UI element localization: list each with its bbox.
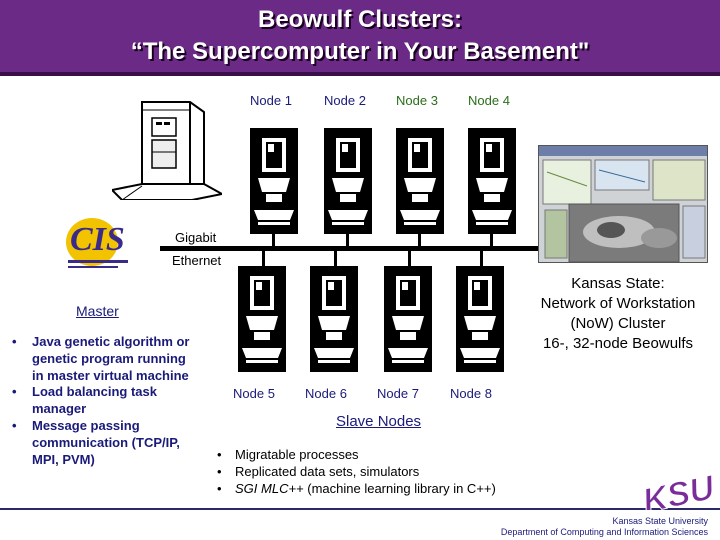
mlc-name: SGI MLC++ — [235, 481, 304, 496]
desktop-computer-icon — [250, 128, 298, 234]
slave-bullet-list: Migratable processes Replicated data set… — [215, 446, 575, 497]
master-bullet: Load balancing task manager — [12, 384, 192, 418]
node-3-link — [418, 232, 421, 248]
cis-logo: CIS — [62, 208, 140, 272]
mlc-description: (machine learning library in C++) — [304, 481, 496, 496]
ksu-cluster-caption: Kansas State: Network of Workstation (No… — [520, 274, 716, 354]
desktop-computer-icon — [324, 128, 372, 234]
visualization-image — [539, 146, 708, 263]
node-7-computer — [384, 266, 432, 372]
node-7-label: Node 7 — [377, 386, 419, 401]
ksu-caption-line-4: 16-, 32-node Beowulfs — [520, 334, 716, 354]
node-5-computer — [238, 266, 286, 372]
footer-department: Department of Computing and Information … — [460, 527, 708, 537]
master-label: Master — [76, 303, 119, 319]
ksu-logo-text: KSU — [640, 470, 712, 510]
ethernet-bus — [160, 246, 540, 251]
desktop-computer-icon — [456, 266, 504, 372]
footer-rule — [0, 508, 720, 510]
ksu-caption-line-2: Network of Workstation — [520, 294, 716, 314]
ethernet-label: Ethernet — [172, 253, 221, 268]
node-8-label: Node 8 — [450, 386, 492, 401]
node-4-computer — [468, 128, 516, 234]
desktop-computer-icon — [310, 266, 358, 372]
master-tower-icon — [112, 100, 222, 200]
gigabit-label: Gigabit — [175, 230, 216, 245]
master-bullet-list: Java genetic algorithm or genetic progra… — [12, 334, 192, 468]
desktop-computer-icon — [396, 128, 444, 234]
node-6-computer — [310, 266, 358, 372]
node-2-label: Node 2 — [324, 93, 366, 108]
node-2-link — [346, 232, 349, 248]
slave-bullet: Migratable processes — [215, 446, 575, 463]
master-bullet: Java genetic algorithm or genetic progra… — [12, 334, 192, 384]
slave-bullet: SGI MLC++ (machine learning library in C… — [215, 480, 575, 497]
title-line-1: Beowulf Clusters: — [0, 6, 720, 34]
title-line-2: “The Supercomputer in Your Basement" — [0, 38, 720, 66]
ksu-caption-line-1: Kansas State: — [520, 274, 716, 294]
node-1-label: Node 1 — [250, 93, 292, 108]
master-bullet: Message passing communication (TCP/IP, M… — [12, 418, 192, 468]
node-2-computer — [324, 128, 372, 234]
node-4-link — [490, 232, 493, 248]
desktop-computer-icon — [468, 128, 516, 234]
slave-bullet: Replicated data sets, simulators — [215, 463, 575, 480]
ksu-caption-line-3: (NoW) Cluster — [520, 314, 716, 334]
node-1-computer — [250, 128, 298, 234]
desktop-computer-icon — [238, 266, 286, 372]
node-6-label: Node 6 — [305, 386, 347, 401]
node-4-label: Node 4 — [468, 93, 510, 108]
node-1-link — [272, 232, 275, 248]
node-3-label: Node 3 — [396, 93, 438, 108]
slave-nodes-label: Slave Nodes — [336, 413, 421, 430]
cluster-visualization-screenshot — [538, 145, 708, 263]
ksu-logo: KSU — [640, 470, 712, 510]
node-5-label: Node 5 — [233, 386, 275, 401]
title-banner: Beowulf Clusters: “The Supercomputer in … — [0, 0, 720, 76]
footer-university: Kansas State University — [560, 516, 708, 526]
desktop-computer-icon — [384, 266, 432, 372]
node-8-computer — [456, 266, 504, 372]
node-3-computer — [396, 128, 444, 234]
cis-logo-text: CIS — [70, 221, 125, 258]
